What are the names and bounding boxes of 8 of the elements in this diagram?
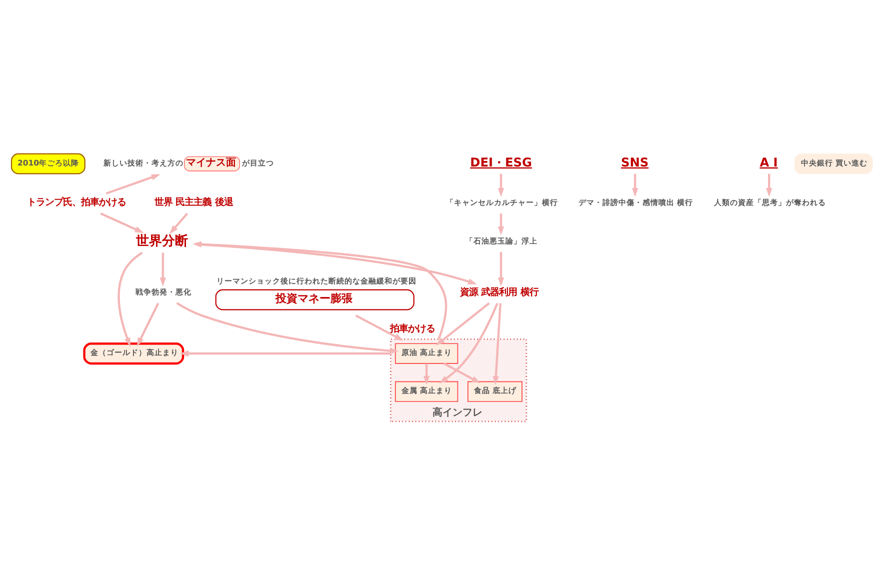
node-text: トランプ氏、拍車かける [27,196,126,208]
edge-label: 拍車かける [390,322,436,334]
node-text: 資源 武器利用 横行 [460,286,538,298]
node-text: 世界分断 [136,233,188,248]
node-text: A I [760,154,778,169]
node-text: 世界 民主主義 後退 [154,196,233,208]
node-text: SNS [620,154,649,169]
node-text: DEI・ESG [470,154,532,169]
